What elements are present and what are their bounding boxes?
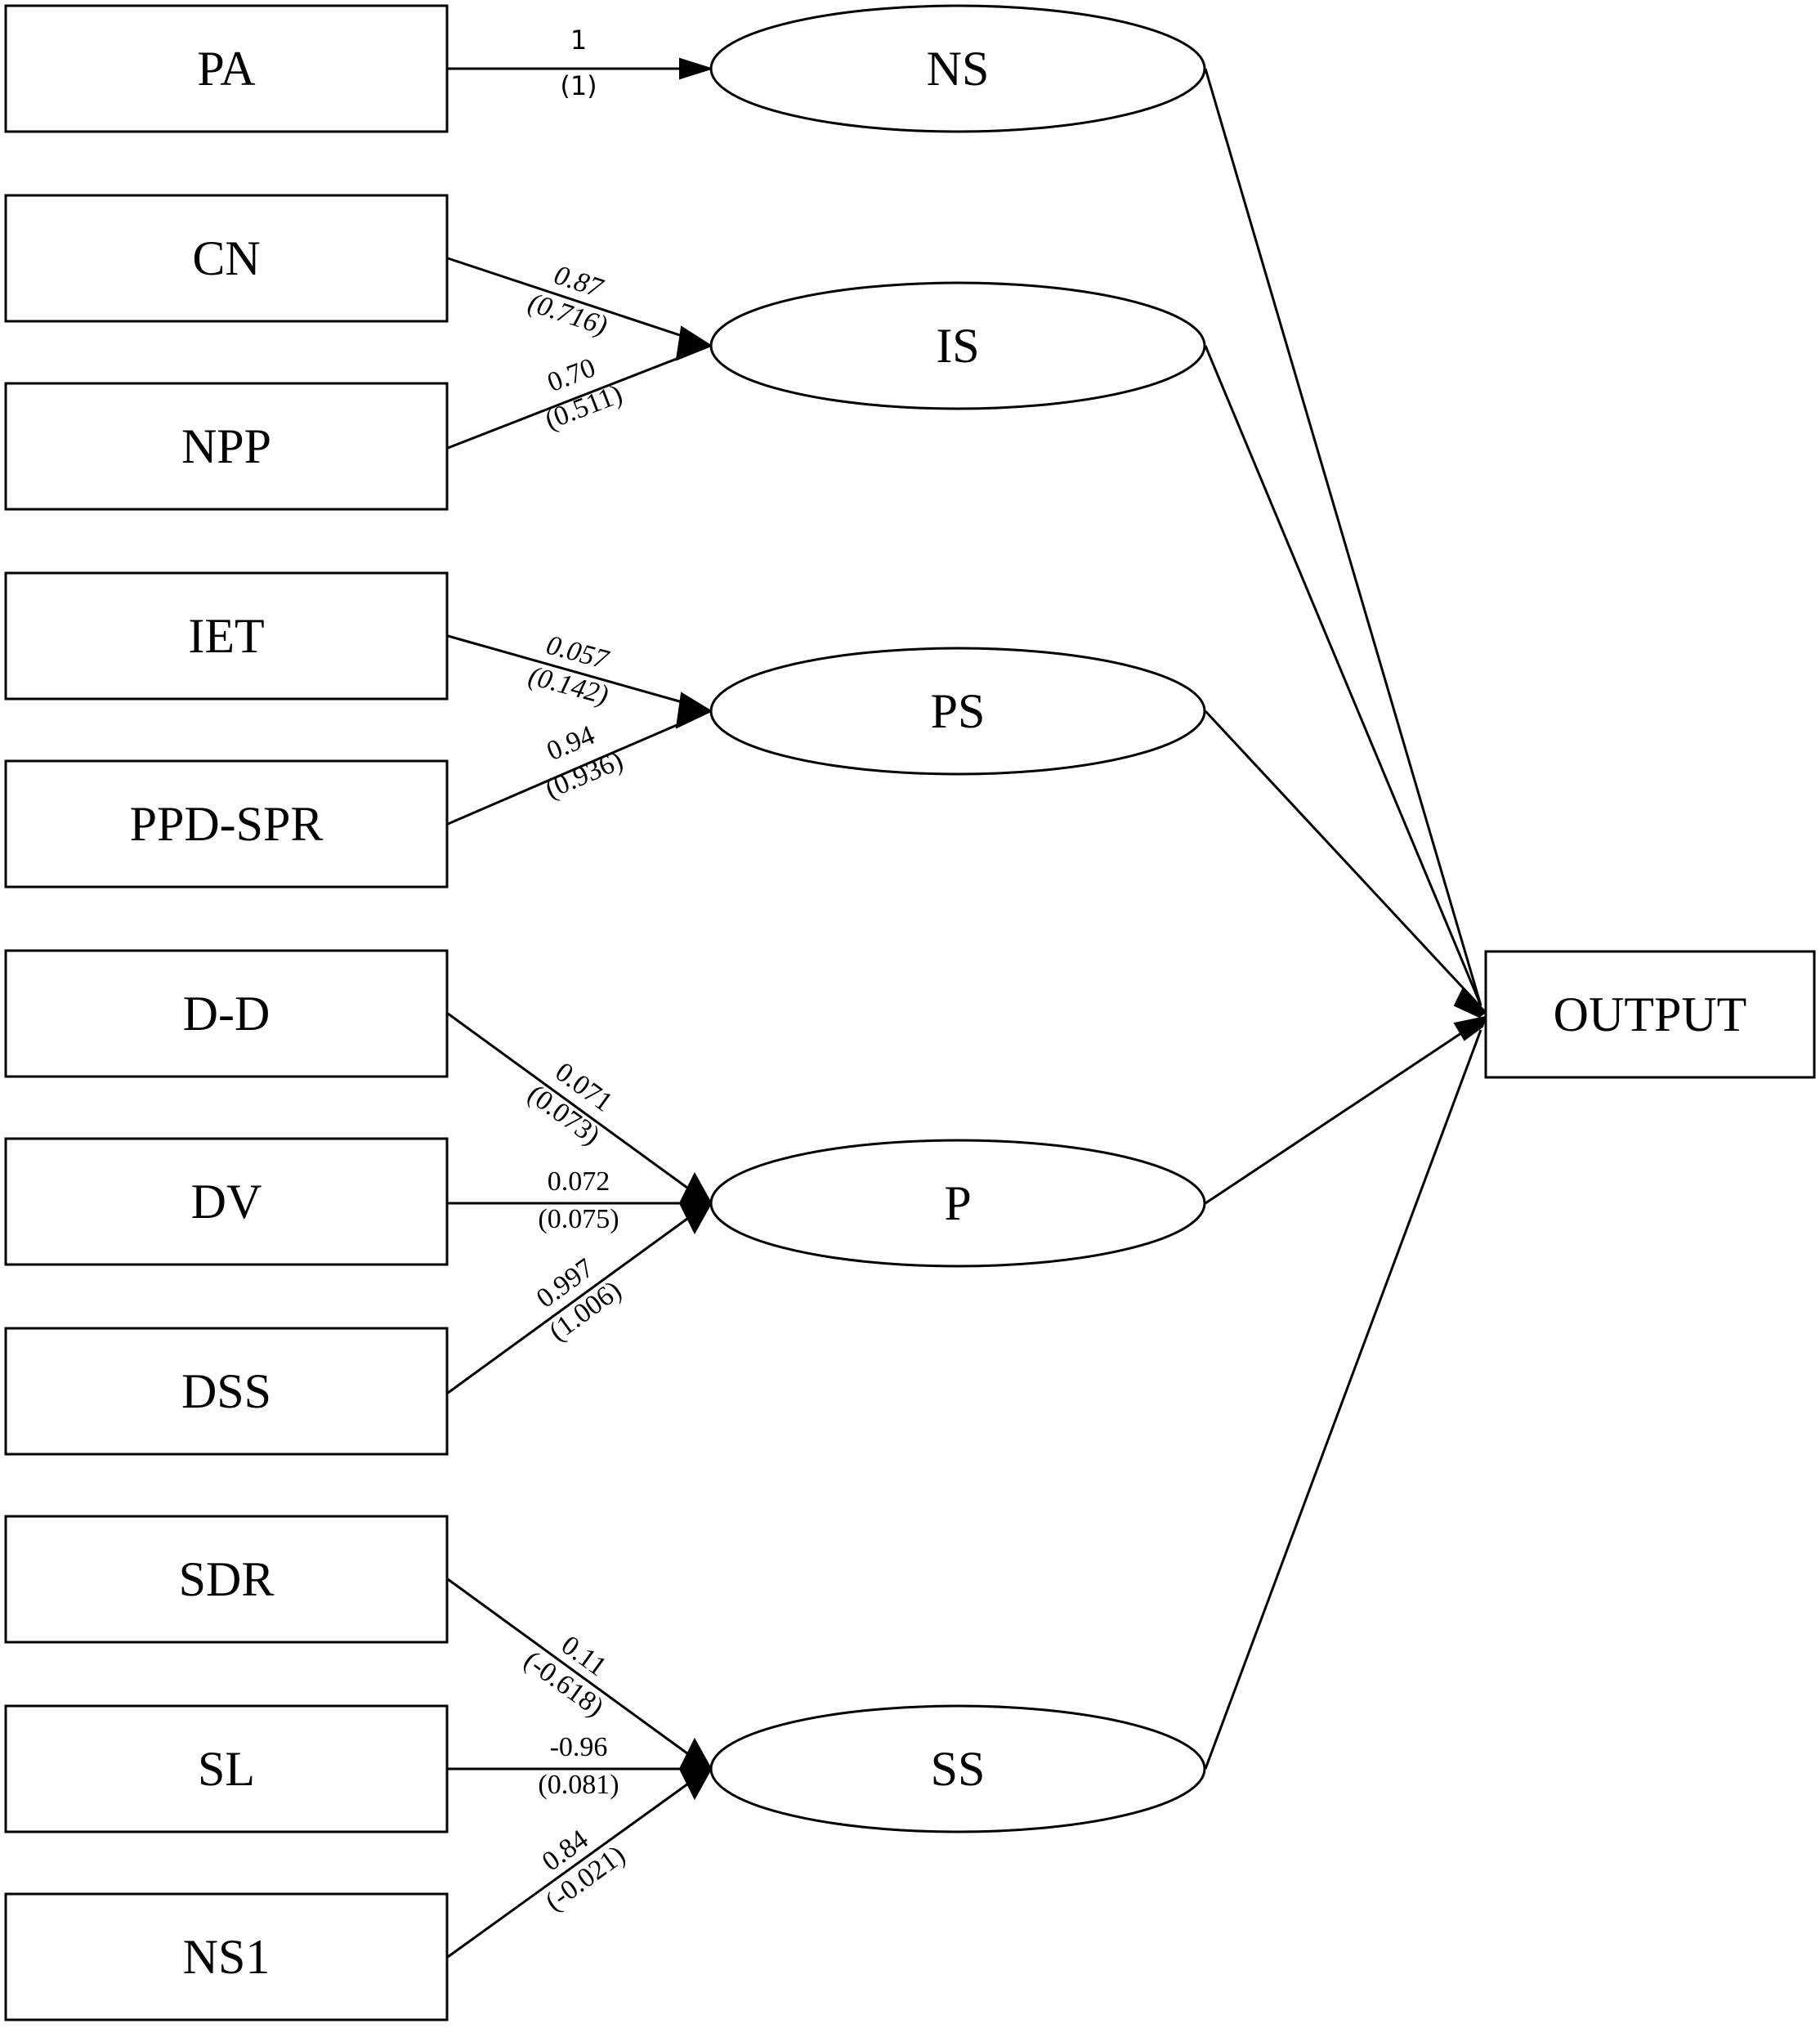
arrowhead-p <box>678 1171 713 1235</box>
edge-ps-output <box>1204 710 1482 1009</box>
input-node-label: CN <box>192 231 260 285</box>
arrowhead-output-top <box>1453 987 1487 1018</box>
input-node-label: DV <box>191 1175 262 1229</box>
input-node-pa: PA <box>4 4 449 133</box>
latent-node-p: P <box>709 1139 1206 1268</box>
arrowhead-is <box>675 325 713 361</box>
latent-node-ns: NS <box>709 4 1206 133</box>
edge-dss-p <box>447 1208 700 1395</box>
input-node-iet: IET <box>4 571 449 701</box>
latent-node-label: SS <box>931 1742 986 1796</box>
input-node-dss: DSS <box>4 1327 449 1456</box>
edge-label-iet-ps: 0.057 (0.142) <box>525 630 613 711</box>
edge-ns-output <box>1204 68 1482 1006</box>
edge-npp-is <box>447 348 700 450</box>
arrowhead-ss <box>678 1737 713 1801</box>
edge-label-pa-ns: 1 (1) <box>560 25 597 101</box>
latent-node-is: IS <box>709 281 1206 410</box>
edge-d-d-p <box>447 1012 700 1198</box>
latent-node-label: PS <box>931 684 986 738</box>
edge-coef: 0.072 <box>548 1166 610 1197</box>
edge-p-output <box>1205 1018 1482 1205</box>
input-node-dv: DV <box>4 1137 449 1266</box>
latent-node-label: IS <box>936 319 979 373</box>
edge-ppd-spr-ps <box>447 714 700 826</box>
edge-paren: (0.075) <box>538 1204 619 1234</box>
edge-label-npp-is: 0.70 (0.511) <box>541 352 627 436</box>
output-node-label: OUTPUT <box>1554 987 1747 1041</box>
input-node-sl: SL <box>4 1704 449 1833</box>
edge-cn-is <box>447 257 700 343</box>
input-node-label: SDR <box>179 1552 275 1606</box>
input-node-cn: CN <box>4 194 449 323</box>
edge-sdr-ss <box>447 1578 700 1764</box>
arrowhead-output-bottom <box>1453 1015 1487 1041</box>
latent-node-label: NS <box>927 42 990 96</box>
edge-label-ppd-spr-ps: 0.94 (0.936) <box>541 720 628 805</box>
input-node-label: NPP <box>181 419 271 473</box>
input-node-sdr: SDR <box>4 1515 449 1644</box>
edge-coef: -0.96 <box>550 1732 608 1762</box>
edge-label-d-d-p: 0.071 (0.073) <box>522 1057 618 1152</box>
edge-is-output <box>1204 345 1482 1006</box>
arrowhead-pa-ns <box>679 57 714 80</box>
input-node-label: DSS <box>181 1364 271 1418</box>
edge-ns1-ss <box>447 1774 700 1959</box>
edge-label-dv-p: 0.072 (0.075) <box>538 1166 619 1234</box>
edge-paren: (0.081) <box>538 1770 619 1800</box>
edge-coef: 1 <box>570 25 587 56</box>
edge-label-dss-p: 0.997 (1.006) <box>531 1253 627 1348</box>
input-node-label: PPD-SPR <box>130 797 324 851</box>
edge-paren: (1) <box>560 70 597 101</box>
edge-label-cn-is: 0.87 (0.716) <box>525 260 611 342</box>
edge-ss-output <box>1204 1029 1482 1770</box>
input-node-ns1: NS1 <box>4 1892 449 2021</box>
latent-node-ps: PS <box>709 647 1206 776</box>
edge-label-sl-ss: -0.96 (0.081) <box>538 1732 619 1800</box>
input-node-label: NS1 <box>183 1930 271 1984</box>
latent-node-ss: SS <box>709 1704 1206 1833</box>
output-node: OUTPUT <box>1484 950 1816 1079</box>
edge-iet-ps <box>447 634 700 709</box>
latent-node-label: P <box>944 1176 971 1230</box>
input-node-label: SL <box>198 1742 255 1796</box>
input-node-label: IET <box>188 609 264 663</box>
input-node-ppd-spr: PPD-SPR <box>4 759 449 889</box>
arrowhead-ps <box>675 692 713 729</box>
input-node-label: D-D <box>183 987 271 1041</box>
input-node-npp: NPP <box>4 382 449 511</box>
input-node-label: PA <box>197 42 255 96</box>
input-node-d-d: D-D <box>4 949 449 1078</box>
